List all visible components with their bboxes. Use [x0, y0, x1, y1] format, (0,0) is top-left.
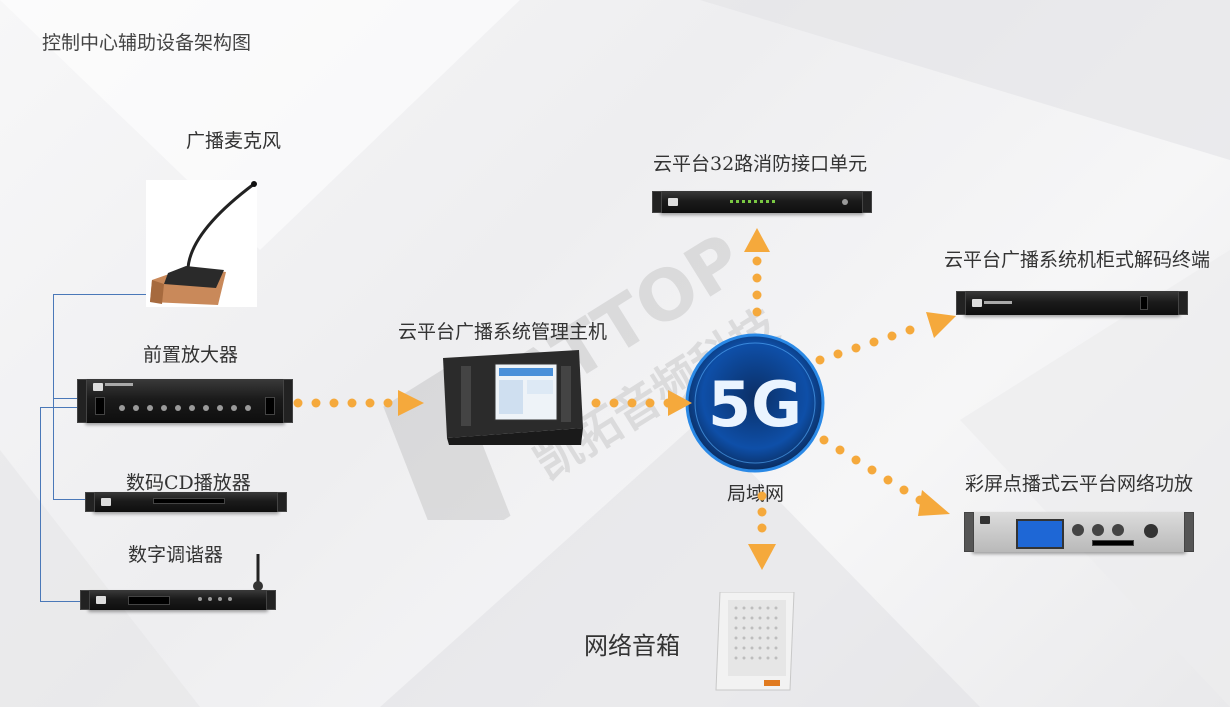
wire-preamp-in — [53, 398, 85, 399]
cabinet-decoder-device — [956, 291, 1188, 315]
page-title: 控制中心辅助设备架构图 — [42, 32, 252, 54]
cd-player-device — [85, 492, 287, 512]
preamp-device — [77, 379, 293, 423]
amplifier-device — [964, 512, 1194, 552]
antenna-icon — [253, 554, 263, 591]
speaker-label: 网络音箱 — [584, 632, 680, 660]
host-device — [443, 350, 583, 445]
tuner-device — [80, 590, 276, 610]
microphone-label: 广播麦克风 — [186, 130, 282, 152]
wire-trunk-2 — [40, 407, 41, 602]
cd-player-label: 数码CD播放器 — [126, 472, 251, 494]
tuner-label: 数字调谐器 — [128, 544, 224, 566]
fire-interface-label: 云平台32路消防接口单元 — [653, 153, 868, 175]
preamp-label: 前置放大器 — [143, 344, 239, 366]
5g-network-icon: 5G — [685, 333, 825, 473]
cabinet-decoder-label: 云平台广播系统机柜式解码终端 — [944, 249, 1211, 271]
svg-text:5G: 5G — [708, 368, 802, 441]
wire-cd — [53, 499, 93, 500]
wire-tuner — [40, 601, 88, 602]
wire-trunk-1 — [53, 294, 54, 499]
network-label: 局域网 — [727, 483, 785, 505]
wire-preamp-in-2 — [40, 407, 85, 408]
microphone-icon — [146, 180, 257, 307]
host-label: 云平台广播系统管理主机 — [398, 321, 608, 343]
amplifier-label: 彩屏点播式云平台网络功放 — [965, 473, 1194, 495]
speaker-icon — [715, 592, 795, 691]
wire-mic — [53, 294, 148, 295]
fire-interface-device — [652, 191, 872, 213]
